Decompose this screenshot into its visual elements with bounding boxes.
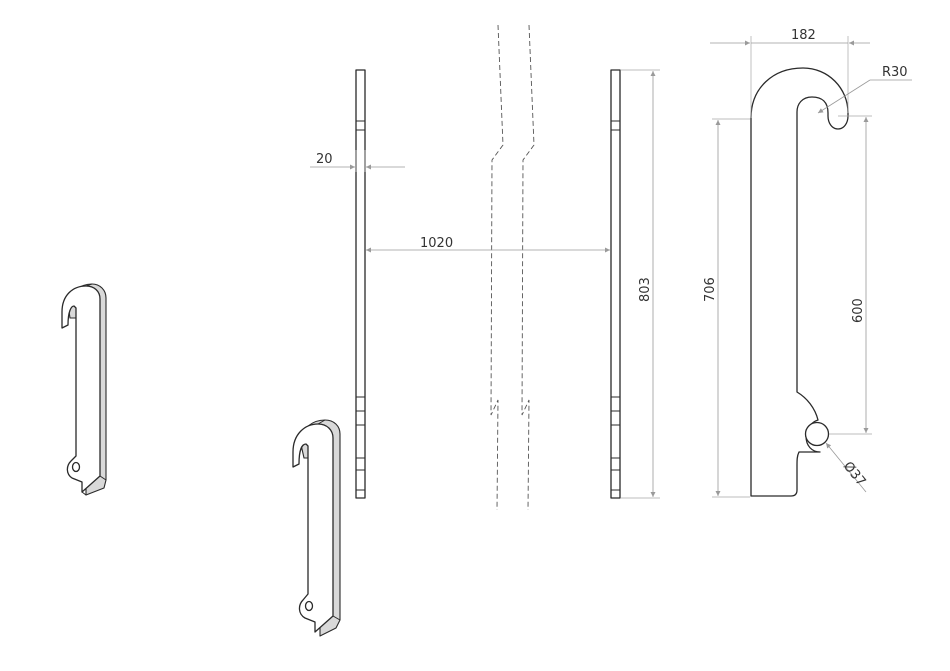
dimension-r30: R30 <box>817 65 912 114</box>
dimension-706: 706 <box>703 118 750 498</box>
dimension-803-label: 803 <box>638 277 653 302</box>
dimension-182: 182 <box>710 28 870 118</box>
dimension-600-label: 600 <box>851 298 866 323</box>
dimension-706-label: 706 <box>703 277 718 302</box>
side-view-right-plate <box>610 69 621 499</box>
front-profile-view <box>750 67 849 497</box>
dimension-182-label: 182 <box>791 28 816 43</box>
dimension-hole-diameter: Ø37 <box>825 442 869 493</box>
dimension-20: 20 <box>310 150 405 172</box>
dimension-20-label: 20 <box>316 152 333 167</box>
dimension-1020: 1020 <box>366 236 610 253</box>
break-lines <box>490 24 535 511</box>
isometric-view-bottom <box>292 419 341 637</box>
side-view-left-plate <box>355 69 366 499</box>
isometric-view-left <box>61 283 107 496</box>
dimension-hole-diameter-label: Ø37 <box>840 459 869 489</box>
dimension-803: 803 <box>621 69 660 499</box>
dimension-600: 600 <box>829 115 872 435</box>
dimension-r30-label: R30 <box>882 65 908 80</box>
dimension-1020-label: 1020 <box>420 236 453 251</box>
